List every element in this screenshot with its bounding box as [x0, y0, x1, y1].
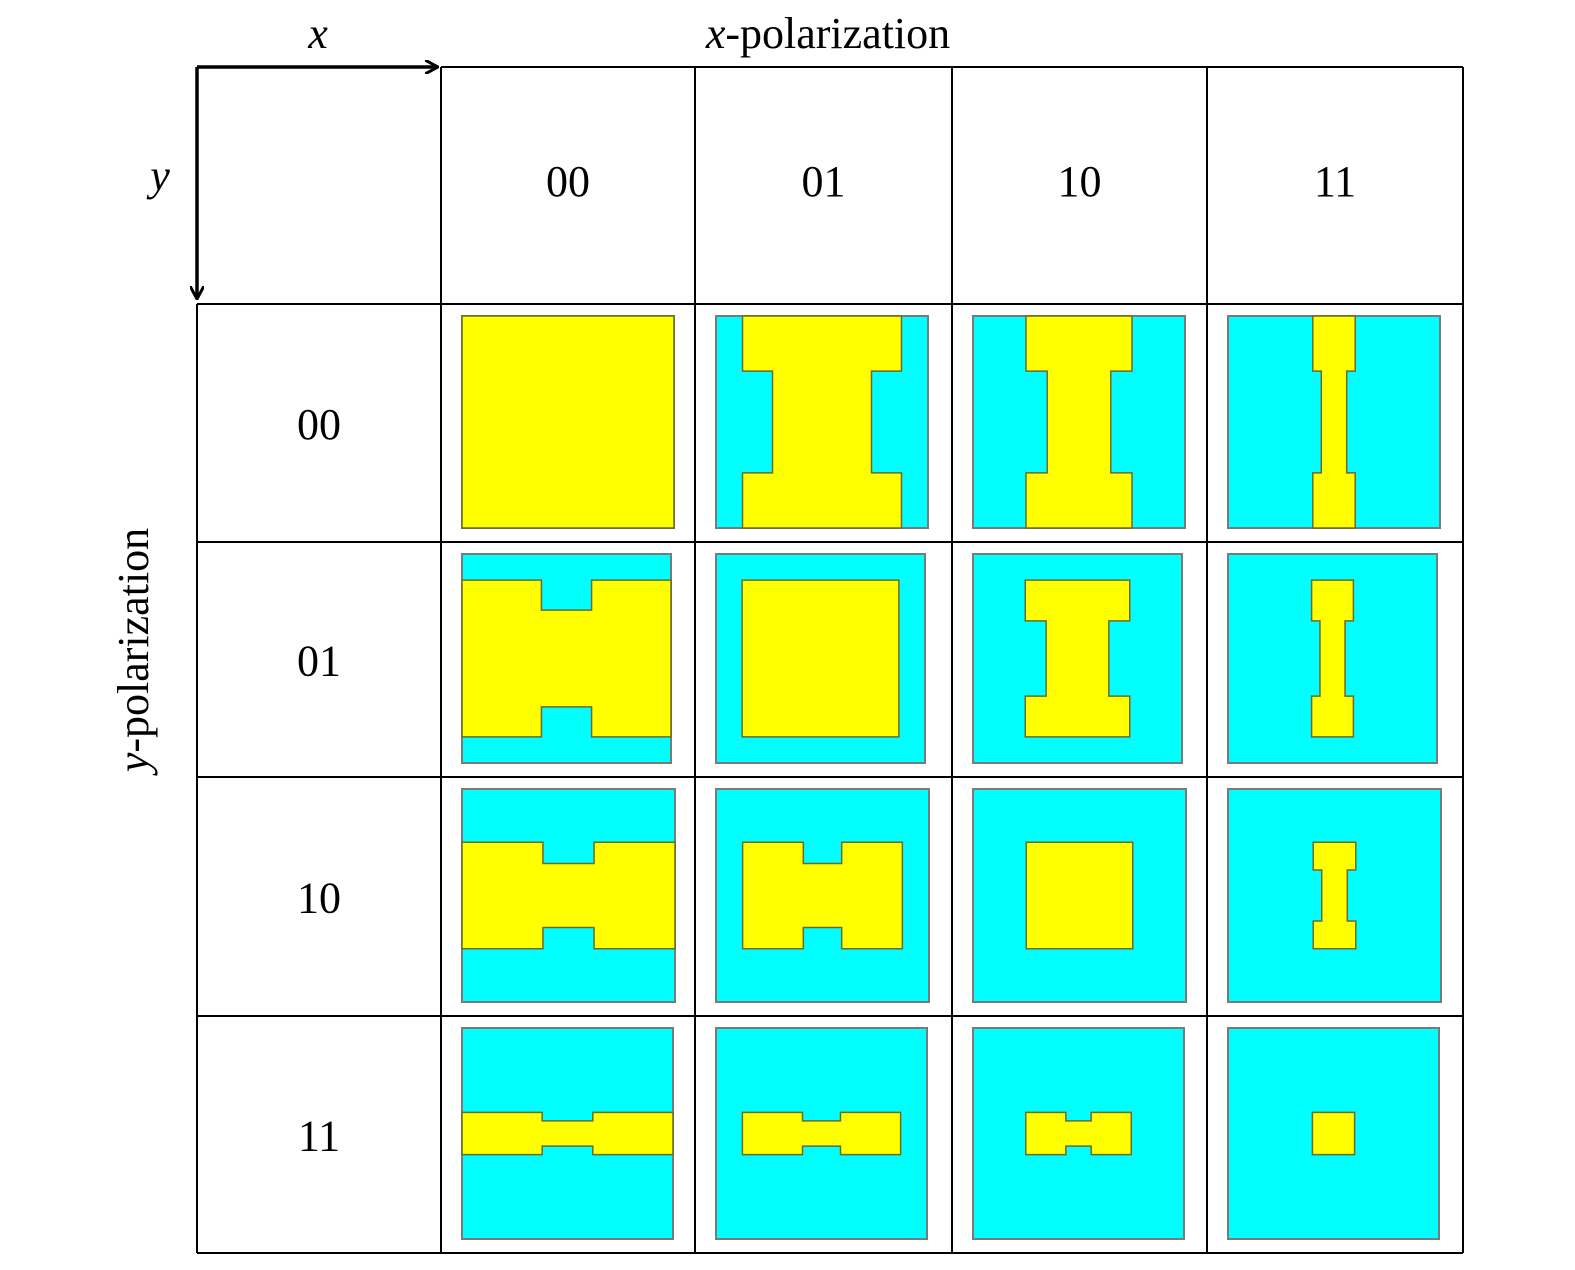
metal-patch	[1025, 841, 1134, 950]
unit-cell-y00-x10	[972, 315, 1186, 529]
metal-patch	[1025, 1111, 1132, 1156]
metal-patch	[741, 579, 900, 738]
grid-lines	[196, 66, 1464, 1254]
column-header-00: 00	[546, 157, 590, 206]
metal-patch	[741, 1111, 902, 1156]
metal-patch	[1312, 315, 1356, 529]
unit-cell-y00-x11	[1227, 315, 1441, 529]
column-header-10: 10	[1058, 157, 1102, 206]
unit-cell-y11-x00	[461, 1027, 674, 1240]
unit-cell-y11-x10	[972, 1027, 1185, 1240]
unit-cell-y01-x00	[461, 553, 672, 764]
unit-cell-y01-x01	[715, 553, 926, 764]
x-polarization-title: x-polarization	[705, 9, 950, 58]
column-header-01: 01	[802, 157, 846, 206]
row-header-11: 11	[298, 1112, 340, 1161]
metal-patch	[461, 315, 675, 529]
axis-arrows	[197, 67, 437, 298]
unit-cell-y00-x01	[715, 315, 929, 529]
x-polarization-text: -polarization	[725, 9, 950, 58]
row-header-00: 00	[297, 400, 341, 449]
unit-cell-y10-x11	[1227, 788, 1442, 1003]
x-polarization-symbol: x	[705, 9, 726, 58]
unit-cell-y01-x10	[972, 553, 1183, 764]
row-header-01: 01	[297, 637, 341, 686]
unit-cell-y10-x01	[715, 788, 930, 1003]
y-polarization-symbol: y	[109, 752, 158, 776]
unit-cell-y00-x00	[461, 315, 675, 529]
metal-patch	[1312, 841, 1357, 950]
metal-patch	[1310, 579, 1355, 738]
y-polarization-text: -polarization	[109, 528, 158, 753]
y-axis-symbol: y	[146, 151, 170, 200]
metal-patch	[741, 841, 904, 950]
row-header-10: 10	[297, 874, 341, 923]
unit-cells	[461, 315, 1442, 1240]
metal-patch	[461, 841, 676, 950]
column-headers: 00 01 10 11	[546, 157, 1356, 206]
metal-patch	[1025, 315, 1133, 529]
metal-patch	[461, 579, 672, 738]
column-header-11: 11	[1314, 157, 1356, 206]
metal-patch	[1024, 579, 1131, 738]
unit-cell-y01-x11	[1227, 553, 1438, 764]
metal-patch	[741, 315, 903, 529]
unit-cell-y10-x00	[461, 788, 676, 1003]
y-polarization-title: y-polarization	[109, 528, 158, 776]
row-headers: 00 01 10 11	[297, 400, 341, 1161]
unit-cell-y10-x10	[972, 788, 1187, 1003]
x-axis-symbol: x	[307, 9, 328, 58]
unit-cell-y11-x01	[715, 1027, 928, 1240]
unit-cell-y11-x11	[1227, 1027, 1440, 1240]
metal-patch	[461, 1111, 674, 1156]
metal-patch	[1311, 1111, 1356, 1156]
